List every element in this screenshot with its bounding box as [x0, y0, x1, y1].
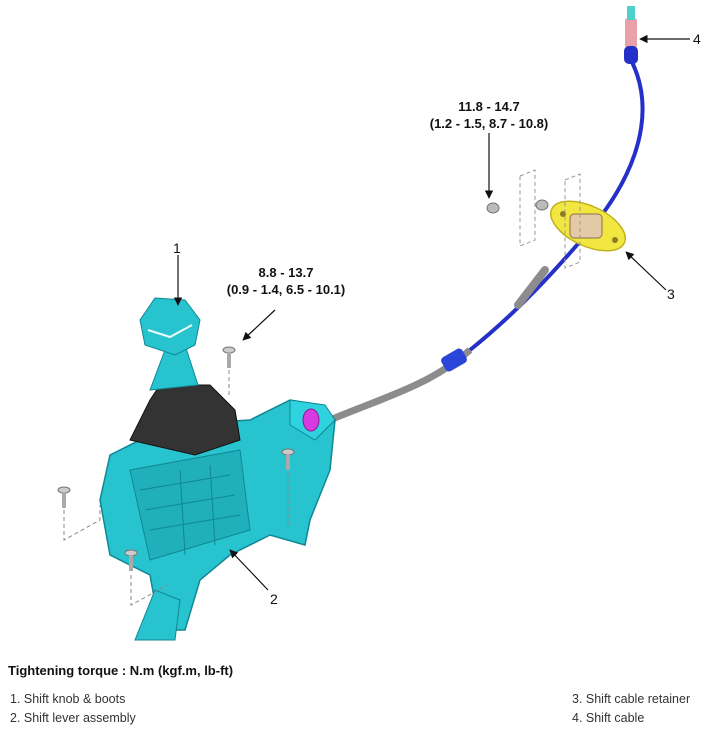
legend-title: Tightening torque : N.m (kgf.m, lb-ft): [8, 663, 234, 678]
shift-lever-assembly: [99, 399, 336, 641]
torque-sub: (0.9 - 1.4, 6.5 - 10.1): [226, 282, 346, 297]
torque-label-retainer: 11.8 - 14.7 (1.2 - 1.5, 8.7 - 10.8): [409, 98, 569, 132]
legend-item-shift-cable: 4. Shift cable: [572, 711, 645, 725]
shift-knob-boot: [129, 297, 241, 456]
shift-lever-exploded-diagram: [57, 6, 690, 641]
legend-item-retainer: 3. Shift cable retainer: [572, 692, 691, 706]
callout-1: 1: [173, 240, 181, 256]
torque-sub: (1.2 - 1.5, 8.7 - 10.8): [429, 116, 549, 131]
alignment-guides: [63, 370, 289, 606]
torque-value: 8.8 - 13.7: [258, 265, 314, 280]
shift-cable-retainer: [519, 169, 626, 269]
torque-value: 11.8 - 14.7: [458, 99, 520, 114]
callout-4: 4: [693, 31, 701, 47]
leader-lines: [173, 34, 690, 591]
callout-2: 2: [270, 591, 278, 607]
callout-3: 3: [667, 286, 675, 302]
bolt-icon: [57, 346, 295, 571]
legend-item-shift-lever: 2. Shift lever assembly: [10, 711, 136, 725]
torque-label-shift-lever: 8.8 - 13.7 (0.9 - 1.4, 6.5 - 10.1): [206, 264, 366, 298]
retainer-nut-icon: [486, 199, 549, 214]
legend-item-shift-knob: 1. Shift knob & boots: [10, 692, 126, 706]
